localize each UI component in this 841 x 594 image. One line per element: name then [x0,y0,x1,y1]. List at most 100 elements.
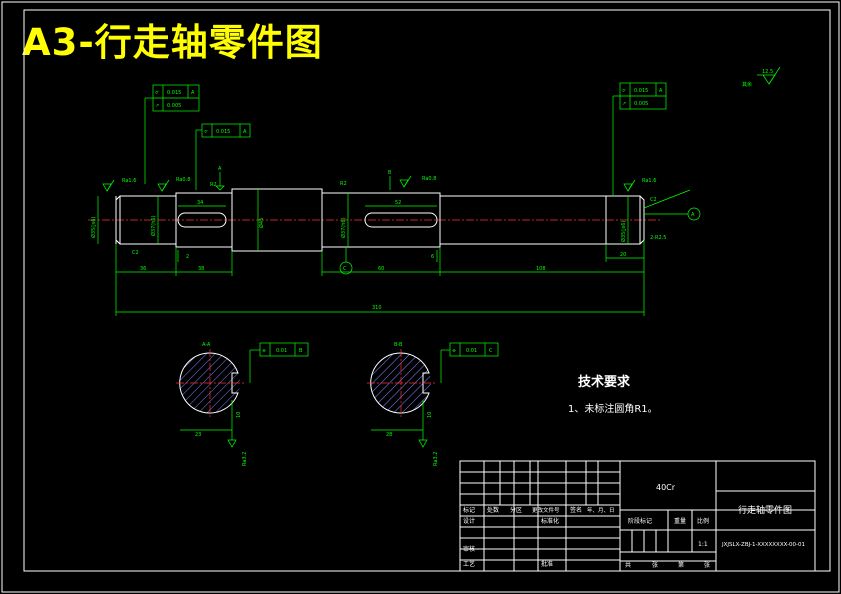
svg-text:审核: 审核 [463,545,475,553]
svg-text:共: 共 [625,561,631,569]
svg-text:签名: 签名 [570,506,582,514]
dim-key2-len: 52 [365,200,437,207]
svg-text:6: 6 [431,254,434,260]
datum-c-marker: C [339,247,353,275]
svg-text:Ra1.6: Ra1.6 [642,178,656,184]
svg-text:34: 34 [197,200,203,206]
datum-a-marker: A [215,166,225,191]
svg-text:其余: 其余 [742,81,752,88]
svg-text:⌭: ⌭ [155,90,159,96]
fillet-r2-b: R2 [340,181,347,187]
svg-text:52: 52 [395,200,401,206]
svg-text:A: A [691,212,695,218]
svg-text:Ra1.6: Ra1.6 [122,178,136,184]
drawing-title: A3-行走轴零件图 [22,21,323,64]
dim-seg4: 108 [536,266,546,272]
tolerance-frame-right-top: ⌭ 0.015 A ↗ 0.005 [612,82,667,196]
svg-text:JXJSLX-ZBJ-1-XXXXXXXX-00-01: JXJSLX-ZBJ-1-XXXXXXXX-00-01 [721,542,805,548]
dia-label-1: Ø35(js6) [90,217,97,238]
dia-label-2: Ø37(h6) [150,215,157,236]
svg-text:技术要求: 技术要求 [578,374,631,390]
dim-key1-off: 2 [177,250,189,262]
svg-text:张: 张 [704,561,710,569]
svg-text:0.005: 0.005 [167,103,181,109]
centre-hole-note: 2-R2.5 [650,235,666,241]
roughness-mark-1: Ra1.6 [102,178,136,192]
chamfer-leader [643,189,691,209]
svg-text:标记: 标记 [463,506,475,514]
dim-key2-off: 6 [431,250,438,262]
svg-text:2: 2 [186,254,189,260]
datum-a-circle: A [644,207,701,221]
tolerance-frame-left-mid: ⌭ 0.015 A [195,123,251,190]
dia-label-5: Ø35(js6) [620,221,627,242]
svg-text:28: 28 [386,432,392,438]
svg-text:⌭: ⌭ [622,88,626,94]
svg-text:B: B [299,348,303,354]
datum-b-marker: B [388,170,392,190]
dim-seg1: 36 [140,266,146,272]
dim-seg3: 60 [378,266,384,272]
roughness-mark-3: Ra0.8 [399,175,436,188]
svg-text:重量: 重量 [674,517,686,525]
inner-frame [23,9,831,572]
section-a-a: A-A ⌯ 0.01 B 23 10 Ra3.2 [176,342,309,466]
keyway-left [177,212,227,228]
svg-text:0.01: 0.01 [276,348,287,354]
svg-text:12.5: 12.5 [762,69,773,75]
svg-text:⌯: ⌯ [262,348,266,354]
svg-text:A: A [218,166,222,172]
svg-text:第: 第 [678,561,684,569]
svg-text:0.015: 0.015 [634,88,648,94]
svg-text:0.005: 0.005 [634,101,648,107]
svg-text:设计: 设计 [463,517,475,525]
svg-text:C: C [343,266,347,272]
chamfer-right: C2 [650,197,657,203]
svg-text:1、未标注圆角R1。: 1、未标注圆角R1。 [568,402,658,415]
dim-total: 310 [372,305,382,311]
svg-text:Ra0.8: Ra0.8 [422,176,436,182]
svg-text:23: 23 [195,432,201,438]
svg-text:比例: 比例 [697,517,709,525]
svg-text:0.01: 0.01 [466,348,477,354]
svg-text:A: A [191,90,195,96]
svg-text:工艺: 工艺 [463,560,475,568]
svg-text:张: 张 [652,561,658,569]
general-roughness: 其余 12.5 [742,66,781,88]
shaft-outline [115,188,645,252]
svg-text:阶段标记: 阶段标记 [628,517,652,525]
title-block: 标记 处数 分区 更改文件号 签名 年、月、日 设计 标准化 审核 工艺 批准 … [459,460,816,572]
dim-seg5: 20 [620,252,626,258]
dia-label-4: Ø37(h6) [340,217,347,238]
tolerance-frame-left-top: ⌭ 0.015 A ↗ 0.005 [144,84,200,184]
roughness-mark-2: Ra0.8 [157,177,190,192]
tech-requirements: 技术要求 1、未标注圆角R1。 [568,374,658,415]
fillet-r2-a: R2 [210,182,217,188]
svg-text:A: A [659,88,663,94]
svg-text:A: A [243,129,247,135]
dim-seg2: 38 [198,266,204,272]
svg-text:处数: 处数 [487,506,499,514]
svg-text:年、月、日: 年、月、日 [587,506,615,514]
svg-text:0.015: 0.015 [216,129,230,135]
dim-chain [115,240,645,316]
svg-text:行走轴零件图: 行走轴零件图 [738,504,792,516]
svg-text:Ra0.8: Ra0.8 [176,177,190,183]
svg-text:Ra3.2: Ra3.2 [433,452,439,466]
svg-text:Ra3.2: Ra3.2 [242,452,248,466]
dim-key1-len: 34 [178,200,226,207]
svg-text:↗: ↗ [622,101,626,107]
section-b-b: B-B ⌯ 0.01 C 28 10 Ra3.2 [367,342,499,466]
svg-text:↗: ↗ [155,103,159,109]
svg-text:更改文件号: 更改文件号 [532,506,560,514]
svg-text:⌭: ⌭ [204,129,208,135]
keyway-right [364,212,438,228]
dia-label-3: Ø45 [258,218,265,228]
svg-text:B: B [388,170,392,176]
svg-text:⌯: ⌯ [452,348,456,354]
svg-text:A-A: A-A [202,342,211,348]
roughness-mark-4: Ra1.6 [623,178,656,192]
svg-text:0.015: 0.015 [167,90,181,96]
